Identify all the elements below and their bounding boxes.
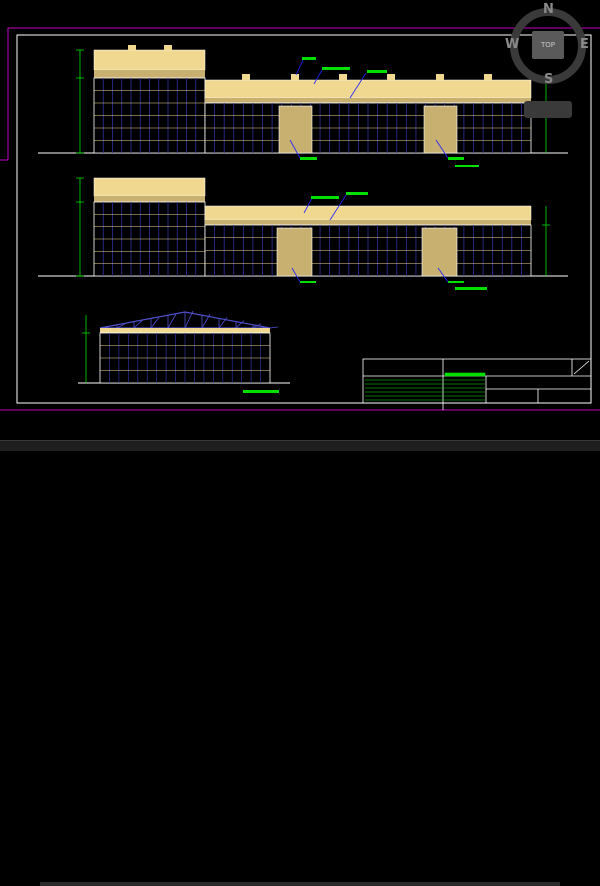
view-cube-east[interactable]: E: [580, 37, 589, 52]
view-cube-west[interactable]: W: [505, 37, 520, 52]
front-elevation: [38, 45, 568, 167]
view-cube-south[interactable]: S: [544, 72, 554, 87]
wcs-menu-icon[interactable]: [524, 101, 572, 118]
drawing-canvas[interactable]: [0, 0, 600, 440]
view-cube-icon[interactable]: [508, 4, 590, 86]
drawing-frame: [16, 34, 592, 404]
model-space-viewport[interactable]: N W E S TOP: [0, 0, 600, 440]
command-line[interactable]: [40, 882, 560, 886]
title-block-text-lines: [365, 372, 486, 401]
section-elevation: [78, 310, 290, 393]
status-bar: [0, 440, 600, 886]
title-block: [362, 358, 592, 410]
view-cube-north[interactable]: N: [543, 2, 554, 17]
rear-elevation: [38, 177, 568, 290]
sheet-border: [7, 27, 600, 160]
view-cube-top-face[interactable]: TOP: [532, 31, 564, 59]
